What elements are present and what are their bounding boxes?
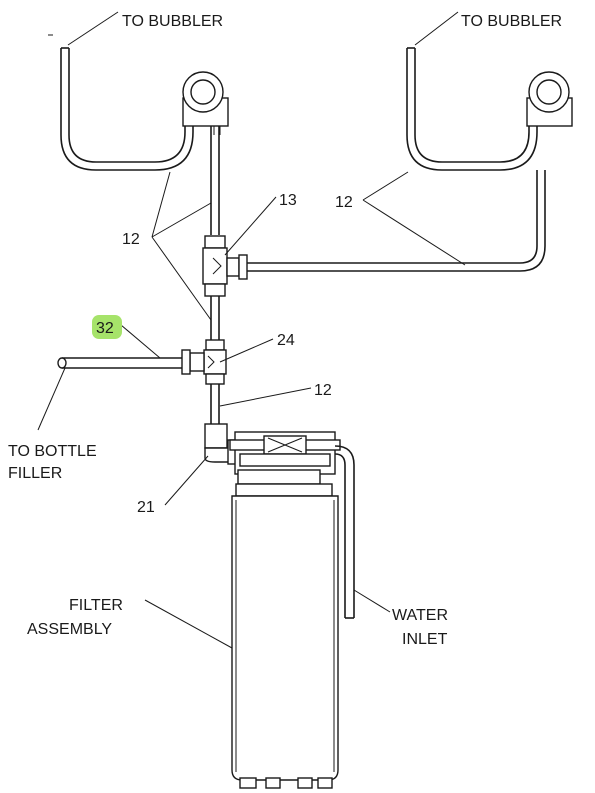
label-water-inlet-line1: WATER	[392, 607, 448, 624]
label-to-bottle-filler-line1: TO BOTTLE	[8, 443, 97, 460]
callout-tee-13: 13	[279, 192, 297, 209]
label-water-inlet-line2: INLET	[402, 631, 448, 648]
label-to-bubbler-left: TO BUBBLER	[122, 13, 223, 30]
leader-tube-right-12	[362, 171, 466, 266]
label-filter-assembly-line2: ASSEMBLY	[27, 621, 112, 638]
callout-tube-right-12: 12	[335, 194, 353, 211]
leader-filter-assembly	[144, 599, 233, 649]
leader-tee-13	[224, 196, 277, 256]
label-to-bottle-filler-line2: FILLER	[8, 465, 62, 482]
leader-tube-left-12	[151, 171, 212, 321]
tee-fitting-13	[202, 235, 248, 297]
leader-tee-24	[219, 338, 274, 363]
callout-32: 32	[96, 320, 114, 337]
callout-32-highlight	[92, 315, 122, 339]
main-vertical-tube	[210, 126, 220, 425]
label-to-bubbler-right: TO BUBBLER	[461, 13, 562, 30]
callout-tube-left-12: 12	[122, 231, 140, 248]
leader-to-bubbler-left	[67, 11, 119, 46]
bottle-filler-tube	[57, 357, 182, 369]
callout-tee-24: 24	[277, 332, 295, 349]
callout-elbow-21: 21	[137, 499, 155, 516]
elbow-fitting-21	[204, 423, 237, 465]
leader-water-inlet	[353, 589, 391, 613]
left-bubbler-valve	[182, 71, 229, 135]
leader-to-bubbler-right	[414, 11, 459, 46]
filter-canister	[231, 483, 339, 789]
right-bubbler-valve	[526, 71, 573, 127]
leader-part-32	[120, 324, 182, 359]
water-inlet-tube	[334, 445, 355, 619]
label-filter-assembly-line1: FILTER	[69, 597, 123, 614]
callout-tube-lower-12: 12	[314, 382, 332, 399]
leader-to-bottle-filler	[37, 367, 66, 431]
right-branch-tube	[247, 170, 546, 272]
tee-fitting-24	[181, 339, 227, 385]
leader-tube-lower-12	[219, 387, 312, 407]
filter-head	[229, 431, 341, 485]
right-bubbler-tube	[406, 47, 538, 171]
leader-elbow-21	[164, 455, 209, 506]
left-bubbler-tube	[60, 47, 194, 171]
